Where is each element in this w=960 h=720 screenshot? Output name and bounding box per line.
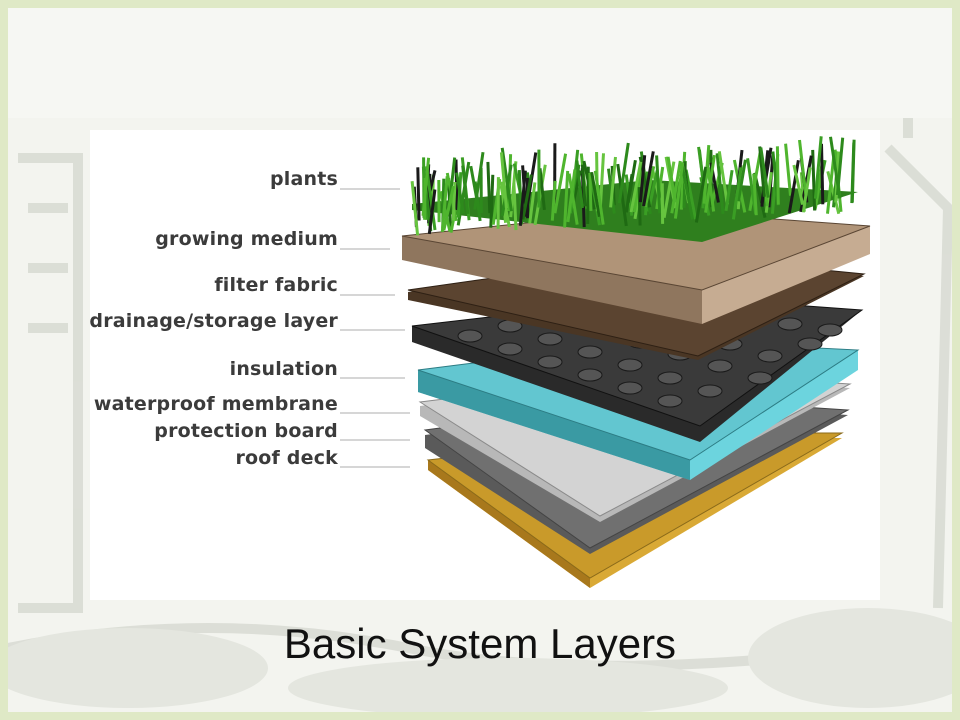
label-waterproof-membrane: waterproof membrane [93, 393, 338, 415]
grass-blade [670, 160, 682, 214]
label-roof-deck: roof deck [235, 447, 338, 469]
grass-blade [593, 170, 605, 225]
grass-blade [784, 143, 792, 196]
grass-blade [486, 161, 492, 214]
grass-blade [662, 161, 676, 218]
diagram-panel: plants growing medium filter fabric drai… [89, 130, 880, 600]
grass-blade [512, 182, 518, 231]
grass-blade [829, 136, 842, 199]
grass-blade [775, 146, 780, 205]
grass-blade [590, 171, 601, 217]
grass-blade [451, 182, 457, 221]
grass-blade [617, 142, 630, 204]
grass-blade [563, 170, 570, 228]
grass-blade [820, 143, 825, 205]
grass-blade [609, 156, 617, 208]
grass-blade [759, 147, 770, 198]
grass-blade [736, 159, 747, 202]
grass-blade [813, 136, 823, 199]
grass-blade [826, 171, 841, 215]
grass-blade [442, 185, 455, 231]
grass-blade [454, 159, 459, 211]
grass-blade [626, 159, 637, 203]
grass-blade [706, 167, 716, 212]
slide-title: Basic System Layers [283, 620, 677, 667]
grass-blade [655, 155, 662, 214]
slide-frame: plants growing medium filter fabric drai… [8, 8, 952, 712]
growing-medium-layer [401, 209, 871, 324]
grass-blade [521, 174, 533, 220]
grass-blade [567, 173, 579, 225]
grass-blade [489, 174, 495, 228]
plants-layer [410, 136, 858, 242]
grass-blade [811, 149, 817, 211]
green-roof-layer-diagram [340, 136, 871, 588]
label-drainage-storage-layer: drainage/storage layer [89, 310, 338, 332]
grass-blade [423, 177, 427, 220]
grass-blade [638, 155, 647, 203]
grass-blade [629, 161, 643, 213]
grass-blade [575, 160, 584, 209]
grass-blade [850, 139, 856, 203]
grass-blade [679, 151, 687, 210]
grass-blade [518, 170, 527, 226]
grass-blade [588, 172, 593, 211]
grass-blade [642, 151, 655, 207]
grass-blade [666, 156, 677, 203]
grass-blade [455, 172, 465, 214]
grass-blade [731, 167, 743, 220]
grass-blade [637, 187, 642, 226]
grass-blade [643, 165, 656, 208]
grass-blade [553, 153, 568, 214]
label-growing-medium: growing medium [155, 228, 338, 250]
grass-blade [410, 181, 420, 236]
grass-blade [801, 167, 812, 213]
grass-blade [580, 164, 587, 207]
grass-blade [500, 164, 513, 217]
grass-blade [702, 144, 711, 204]
grass-blade [550, 180, 557, 221]
grass-blade [673, 162, 685, 219]
label-protection-board: protection board [154, 420, 338, 442]
grass-blade [440, 176, 449, 233]
grass-blade [416, 167, 421, 221]
grass-blade [461, 165, 470, 215]
grass-blade [616, 163, 628, 227]
grass-blade [638, 156, 652, 208]
grass-blade [835, 137, 845, 196]
grass-blade [694, 166, 708, 223]
grass-blade [507, 154, 513, 212]
grass-blade [528, 182, 537, 224]
label-plants: plants [269, 168, 338, 190]
grass-blade [752, 173, 758, 216]
grass-blade [792, 164, 805, 206]
grass-blade [724, 169, 734, 212]
grass-blade [499, 152, 508, 209]
label-insulation: insulation [229, 358, 338, 380]
grass-blade [469, 165, 481, 213]
grass-blade [787, 159, 800, 214]
leader-lines [340, 188, 410, 468]
grass-blade [586, 166, 590, 225]
grass-blade [456, 161, 471, 226]
grass-blade [427, 189, 437, 235]
background-sketch [8, 8, 952, 712]
grass-blade [473, 151, 485, 210]
grass-blade [715, 153, 725, 215]
label-filter-fabric: filter fabric [214, 274, 338, 296]
